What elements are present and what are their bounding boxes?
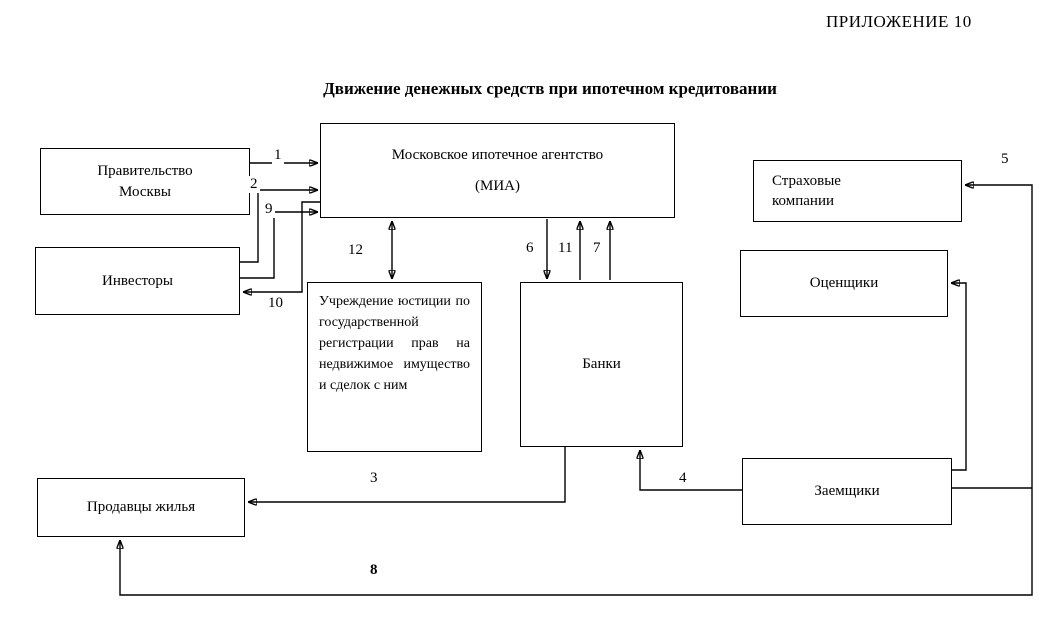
box-justice-institution-label: Учреждение юстиции по государственной ре… bbox=[319, 294, 470, 393]
flow-label-12: 12 bbox=[346, 242, 365, 259]
flow-label-4: 4 bbox=[677, 470, 689, 487]
box-home-sellers-label: Продавцы жилья bbox=[86, 499, 196, 516]
box-justice-institution: Учреждение юстиции по государственной ре… bbox=[307, 282, 482, 452]
flow-label-2: 2 bbox=[248, 176, 260, 193]
flow-label-7: 7 bbox=[591, 240, 603, 257]
arrow-2-investors-to-mia bbox=[240, 190, 318, 263]
box-investors: Инвесторы bbox=[35, 247, 240, 315]
arrow-9-investors-to-mia bbox=[240, 212, 318, 279]
box-home-sellers: Продавцы жилья bbox=[37, 478, 245, 537]
flow-label-3: 3 bbox=[368, 470, 380, 487]
box-insurance-companies-label: Страховые компании bbox=[772, 172, 841, 209]
box-appraisers: Оценщики bbox=[740, 250, 948, 317]
box-investors-label: Инвесторы bbox=[102, 272, 173, 289]
flow-label-6: 6 bbox=[524, 240, 536, 257]
box-moscow-government-label: Правительство Москвы bbox=[97, 163, 193, 200]
box-borrowers: Заемщики bbox=[742, 458, 952, 525]
box-borrowers-label: Заемщики bbox=[814, 483, 880, 500]
box-insurance-companies: Страховые компании bbox=[753, 160, 962, 222]
arrow-borrowers-to-appraisers bbox=[951, 283, 967, 471]
flow-label-1: 1 bbox=[272, 147, 284, 164]
box-moscow-government: Правительство Москвы bbox=[40, 148, 250, 215]
arrow-3-banks-to-sellers bbox=[248, 447, 566, 502]
flow-label-10: 10 bbox=[266, 295, 285, 312]
diagram-title: Движение денежных средств при ипотечном … bbox=[323, 79, 777, 98]
box-banks: Банки bbox=[520, 282, 683, 447]
flow-label-9: 9 bbox=[263, 201, 275, 218]
appendix-label: ПРИЛОЖЕНИЕ 10 bbox=[826, 12, 972, 31]
box-mia-label-line2: (МИА) bbox=[475, 177, 520, 194]
flow-label-8: 8 bbox=[368, 562, 380, 579]
flow-label-5: 5 bbox=[999, 151, 1011, 168]
box-mia-label-line1: Московское ипотечное агентство bbox=[391, 147, 604, 164]
arrow-4-borrowers-to-banks bbox=[640, 450, 742, 491]
arrow-10-mia-to-investors bbox=[243, 201, 320, 292]
box-banks-label: Банки bbox=[582, 356, 621, 373]
box-mia: Московское ипотечное агентство (МИА) bbox=[320, 123, 675, 218]
arrow-5-borrowers-to-insurance bbox=[965, 185, 1033, 488]
box-appraisers-label: Оценщики bbox=[809, 275, 879, 292]
flow-label-11: 11 bbox=[556, 240, 575, 257]
